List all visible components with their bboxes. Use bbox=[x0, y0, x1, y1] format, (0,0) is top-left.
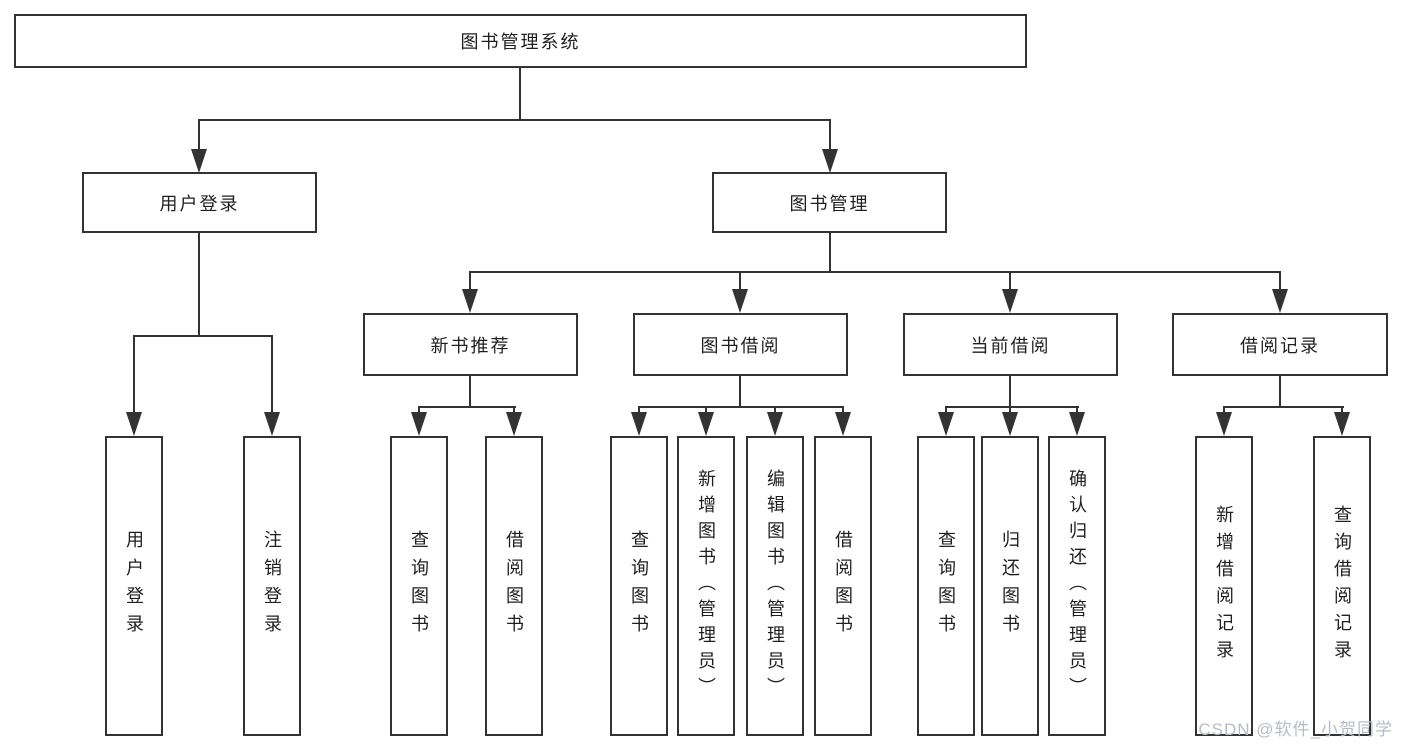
node-new-books: 新书推荐 bbox=[363, 313, 578, 376]
connector-line bbox=[739, 271, 741, 291]
leaf-newbooks-query: 查询图书 bbox=[390, 436, 448, 736]
arrow-down-icon bbox=[938, 412, 954, 436]
arrow-down-icon bbox=[732, 289, 748, 313]
leaf-records-query-label: 查询借阅记录 bbox=[1332, 505, 1352, 667]
arrow-down-icon bbox=[264, 412, 280, 436]
connector-line bbox=[1223, 406, 1225, 414]
connector-line bbox=[469, 376, 471, 408]
connector-line bbox=[469, 271, 471, 291]
connector-line bbox=[1341, 406, 1343, 414]
connector-line bbox=[1009, 376, 1011, 408]
leaf-currentborrow-confirm-label: 确认归还（管理员） bbox=[1067, 469, 1087, 703]
connector-line bbox=[638, 406, 844, 408]
arrow-down-icon bbox=[506, 412, 522, 436]
leaf-logout-label: 注销登录 bbox=[262, 530, 282, 642]
leaf-bookborrow-edit-label: 编辑图书（管理员） bbox=[765, 469, 785, 703]
connector-line bbox=[945, 406, 947, 414]
connector-line bbox=[418, 406, 420, 414]
arrow-down-icon bbox=[822, 149, 838, 173]
connector-line bbox=[271, 335, 273, 414]
node-current-borrow: 当前借阅 bbox=[903, 313, 1118, 376]
node-book-borrow-label: 图书借阅 bbox=[700, 335, 781, 356]
connector-line bbox=[739, 376, 741, 408]
connector-line bbox=[133, 335, 135, 414]
arrow-down-icon bbox=[1002, 289, 1018, 313]
connector-line bbox=[842, 406, 844, 414]
arrow-down-icon bbox=[1002, 412, 1018, 436]
arrow-down-icon bbox=[1334, 412, 1350, 436]
csdn-watermark: CSDN @软件_小贺同学 bbox=[1198, 720, 1393, 739]
leaf-newbooks-borrow: 借阅图书 bbox=[485, 436, 543, 736]
connector-line bbox=[418, 406, 516, 408]
arrow-down-icon bbox=[411, 412, 427, 436]
arrow-down-icon bbox=[631, 412, 647, 436]
leaf-currentborrow-query: 查询图书 bbox=[917, 436, 975, 736]
node-book-mgmt-label: 图书管理 bbox=[789, 193, 870, 214]
node-root-label: 图书管理系统 bbox=[460, 32, 581, 52]
connector-line bbox=[1009, 271, 1011, 291]
node-borrow-records: 借阅记录 bbox=[1172, 313, 1388, 376]
leaf-user-login: 用户登录 bbox=[105, 436, 163, 736]
connector-line bbox=[705, 406, 707, 414]
leaf-bookborrow-query: 查询图书 bbox=[610, 436, 668, 736]
arrow-down-icon bbox=[191, 149, 207, 173]
node-book-mgmt: 图书管理 bbox=[712, 172, 947, 233]
leaf-bookborrow-borrow-label: 借阅图书 bbox=[833, 530, 853, 642]
connector-line bbox=[519, 68, 521, 120]
arrow-down-icon bbox=[126, 412, 142, 436]
connector-line bbox=[1279, 376, 1281, 408]
leaf-currentborrow-confirm: 确认归还（管理员） bbox=[1048, 436, 1106, 736]
leaf-currentborrow-return-label: 归还图书 bbox=[1000, 530, 1020, 642]
connector-line bbox=[198, 119, 831, 121]
leaf-bookborrow-add-label: 新增图书（管理员） bbox=[696, 469, 716, 703]
connector-line bbox=[638, 406, 640, 414]
connector-line bbox=[1223, 406, 1344, 408]
connector-line bbox=[198, 119, 200, 151]
connector-line bbox=[133, 335, 273, 337]
leaf-currentborrow-return: 归还图书 bbox=[981, 436, 1039, 736]
node-user-login-label: 用户登录 bbox=[159, 193, 240, 214]
connector-line bbox=[198, 233, 200, 337]
leaf-records-add-label: 新增借阅记录 bbox=[1214, 505, 1234, 667]
node-book-borrow: 图书借阅 bbox=[633, 313, 848, 376]
leaf-records-query: 查询借阅记录 bbox=[1313, 436, 1371, 736]
connector-line bbox=[469, 271, 1281, 273]
leaf-newbooks-borrow-label: 借阅图书 bbox=[504, 530, 524, 642]
node-borrow-records-label: 借阅记录 bbox=[1240, 335, 1320, 356]
node-new-books-label: 新书推荐 bbox=[430, 335, 511, 356]
arrow-down-icon bbox=[1272, 289, 1288, 313]
leaf-bookborrow-edit: 编辑图书（管理员） bbox=[746, 436, 804, 736]
leaf-bookborrow-borrow: 借阅图书 bbox=[814, 436, 872, 736]
connector-line bbox=[1279, 271, 1281, 291]
arrow-down-icon bbox=[767, 412, 783, 436]
connector-line bbox=[774, 406, 776, 414]
leaf-bookborrow-query-label: 查询图书 bbox=[629, 530, 649, 642]
leaf-logout: 注销登录 bbox=[243, 436, 301, 736]
connector-line bbox=[513, 406, 515, 414]
node-user-login: 用户登录 bbox=[82, 172, 317, 233]
connector-line bbox=[829, 119, 831, 151]
arrow-down-icon bbox=[1069, 412, 1085, 436]
arrow-down-icon bbox=[698, 412, 714, 436]
leaf-user-login-label: 用户登录 bbox=[124, 530, 144, 642]
leaf-bookborrow-add: 新增图书（管理员） bbox=[677, 436, 735, 736]
leaf-newbooks-query-label: 查询图书 bbox=[409, 530, 429, 642]
arrow-down-icon bbox=[1216, 412, 1232, 436]
node-current-borrow-label: 当前借阅 bbox=[970, 335, 1051, 356]
connector-line bbox=[945, 406, 1079, 408]
arrow-down-icon bbox=[835, 412, 851, 436]
node-root: 图书管理系统 bbox=[14, 14, 1027, 68]
connector-line bbox=[1076, 406, 1078, 414]
connector-line bbox=[829, 233, 831, 273]
leaf-records-add: 新增借阅记录 bbox=[1195, 436, 1253, 736]
connector-line bbox=[1009, 406, 1011, 414]
arrow-down-icon bbox=[462, 289, 478, 313]
leaf-currentborrow-query-label: 查询图书 bbox=[936, 530, 956, 642]
